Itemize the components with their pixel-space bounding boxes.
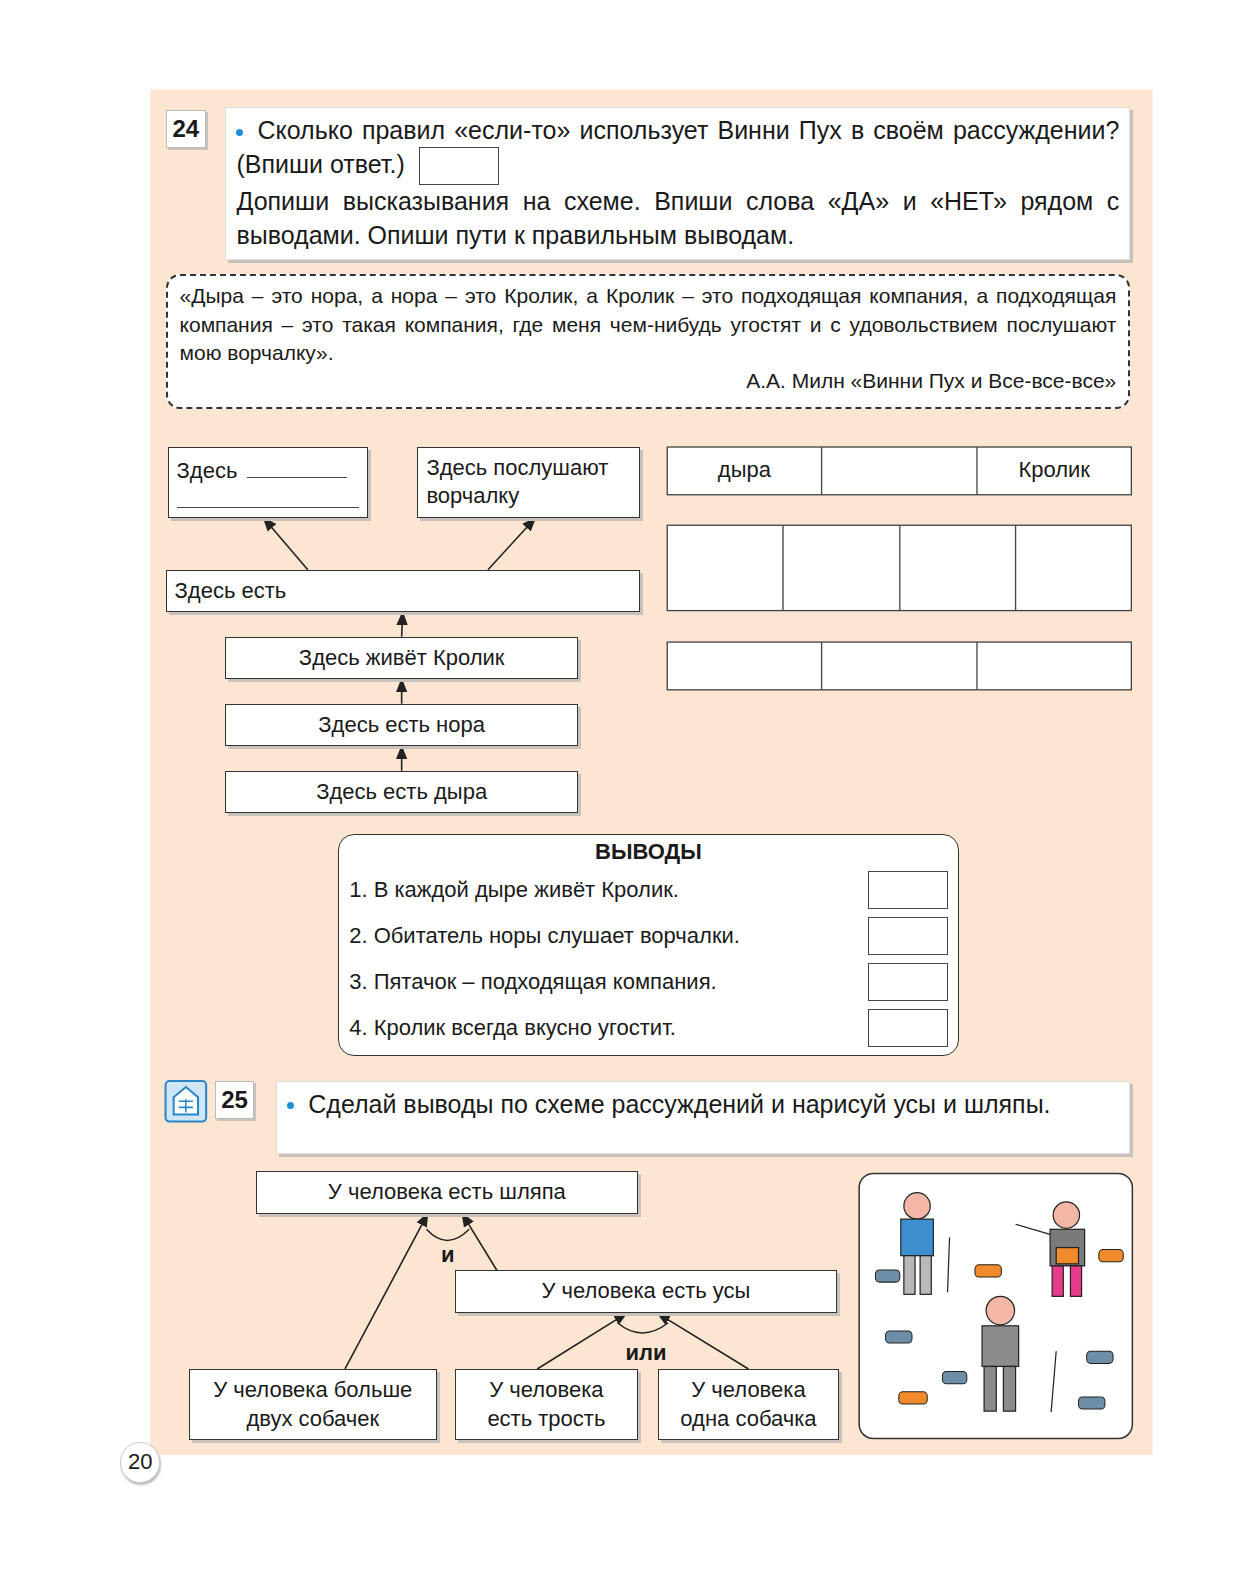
- bullet: [236, 129, 243, 136]
- blank-line: [177, 485, 359, 508]
- conclusion-row: 1. В каждой дыре живёт Кролик.: [349, 867, 948, 913]
- bullet: [287, 1102, 294, 1109]
- answer-box: [868, 871, 948, 909]
- conclusion-row: 2. Обитатель норы слушает ворчалки.: [349, 913, 948, 959]
- arrow-connector: [345, 1214, 428, 1369]
- task-line: Сделай выводы по схеме рассуждений и нар…: [287, 1088, 1119, 1122]
- page-number: 20: [120, 1442, 161, 1483]
- conclusion-item: 1. В каждой дыре живёт Кролик.: [349, 877, 679, 903]
- arrow-connector: [264, 518, 308, 570]
- blank-line: [247, 463, 347, 478]
- task-instruction: Допиши высказывания на схеме. Впиши слов…: [236, 185, 1119, 253]
- page-number-text: 20: [128, 1449, 152, 1475]
- statement-box: У человека одна собачка: [658, 1369, 839, 1440]
- statement-box: Здесь есть дыра: [225, 771, 577, 814]
- conclusions-box: ВЫВОДЫ 1. В каждой дыре живёт Кролик. 2. О…: [338, 834, 959, 1056]
- conclusions-heading: ВЫВОДЫ: [349, 839, 948, 865]
- statement-text: У человека одна собачка: [667, 1376, 830, 1433]
- quote-source: А.А. Милн «Винни Пух и Все-все-все»: [180, 367, 1117, 395]
- statement-text: У человека есть шляпа: [328, 1178, 566, 1207]
- statement-box: У человека есть усы: [455, 1270, 837, 1313]
- conclusion-item: 2. Обитатель норы слушает ворчалки.: [349, 923, 740, 949]
- arrow-connector: [402, 612, 403, 636]
- answer-box: [868, 1009, 948, 1047]
- statement-text: Здесь есть нора: [318, 711, 485, 740]
- task-question: Сколько правил «если-то» использует Винн…: [236, 116, 1119, 178]
- statement-text: У человека есть трость: [464, 1376, 629, 1433]
- arrow-connector: [537, 1313, 627, 1369]
- statement-text: У человека есть усы: [541, 1277, 750, 1306]
- statement-text: Здесь живёт Кролик: [299, 644, 505, 673]
- illustration: [859, 1173, 1132, 1438]
- statement-box: Здесь живёт Кролик: [225, 637, 577, 680]
- statement-text: Здесь: [177, 458, 238, 483]
- arrow-connector: [401, 746, 403, 770]
- statement-box: Здесь есть: [166, 570, 640, 613]
- task-text: Сколько правил «если-то» использует Винн…: [225, 107, 1130, 260]
- answer-box: [868, 963, 948, 1001]
- arrow-connector: [401, 679, 403, 703]
- statement-box: Здесь: [168, 447, 368, 518]
- conclusion-item: 3. Пятачок – подходящая компания.: [349, 969, 717, 995]
- statement-box: У человека есть шляпа: [256, 1171, 638, 1214]
- task-number-text: 24: [172, 115, 199, 143]
- arrow-connector: [462, 1214, 497, 1271]
- conclusion-row: 4. Кролик всегда вкусно угостит.: [349, 1005, 948, 1051]
- page-panel: [150, 89, 1152, 1454]
- statement-box: Здесь есть нора: [225, 704, 577, 747]
- task-text: Сделай выводы по схеме рассуждений и нар…: [276, 1081, 1130, 1154]
- answer-box: [419, 147, 499, 185]
- dogs: [875, 1250, 1123, 1410]
- task-number-text: 25: [221, 1086, 248, 1114]
- home-icon: [166, 1081, 207, 1122]
- quote-box: «Дыра – это нора, а нора – это Кролик, а…: [166, 274, 1131, 409]
- logic-label: и: [441, 1242, 455, 1268]
- statement-box: У человека больше двух собачек: [189, 1369, 437, 1440]
- quote-text: «Дыра – это нора, а нора – это Кролик, а…: [180, 282, 1117, 367]
- statement-text: Здесь есть: [175, 577, 287, 606]
- task-instruction: Сделай выводы по схеме рассуждений и нар…: [308, 1090, 1050, 1118]
- statement-box: У человека есть трость: [455, 1369, 638, 1440]
- task-number: 24: [166, 110, 207, 149]
- task-line: Сколько правил «если-то» использует Винн…: [236, 114, 1119, 186]
- table-cell-text: дыра: [718, 457, 771, 483]
- conclusion-item: 4. Кролик всегда вкусно угостит.: [349, 1015, 676, 1041]
- arrow-connector: [488, 518, 535, 570]
- answer-table: [667, 447, 1131, 690]
- logic-label: или: [625, 1340, 666, 1366]
- statement-with-blank: Здесь: [177, 457, 359, 509]
- answer-box: [868, 917, 948, 955]
- statement-box: Здесь послушают ворчалку: [417, 447, 639, 518]
- table-cell-text: Кролик: [1018, 457, 1090, 483]
- arrow-connector: [657, 1313, 748, 1369]
- statement-text: У человека больше двух собачек: [198, 1376, 428, 1433]
- statement-text: Здесь послушают ворчалку: [426, 454, 630, 511]
- statement-text: Здесь есть дыра: [316, 778, 487, 807]
- task-number: 25: [215, 1081, 254, 1120]
- conclusion-row: 3. Пятачок – подходящая компания.: [349, 959, 948, 1005]
